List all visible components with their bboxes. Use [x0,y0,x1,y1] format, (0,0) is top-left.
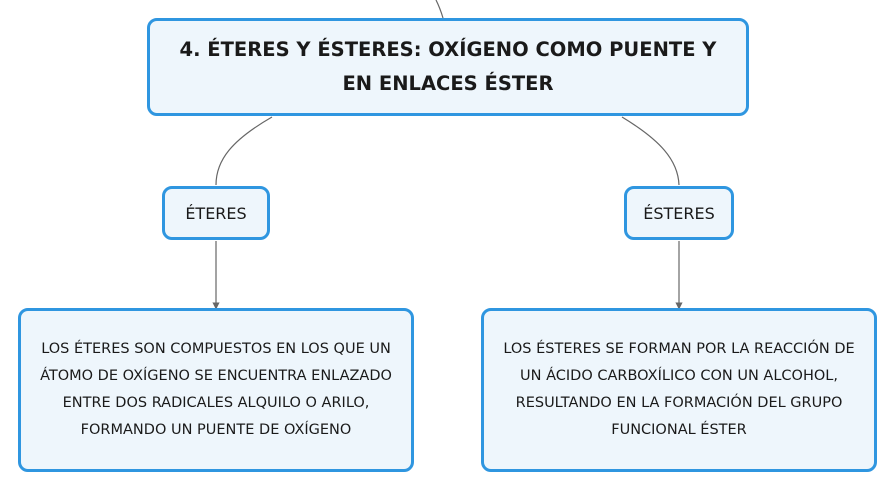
connector-main-to-eteres [215,116,273,186]
connector-main-to-esteres [621,116,680,186]
main-topic-text: 4. ÉTERES Y ÉSTERES: OXÍGENO COMO PUENTE… [179,38,717,95]
esteres-label: ÉSTERES [643,203,715,223]
connector-parent-to-main [435,0,444,19]
eteres-label: ÉTERES [185,203,247,223]
esteres-description-node[interactable]: LOS ÉSTERES SE FORMAN POR LA REACCIÓN DE… [481,308,877,472]
eteres-node[interactable]: ÉTERES [162,186,270,240]
esteres-description-text: LOS ÉSTERES SE FORMAN POR LA REACCIÓN DE… [503,341,855,438]
eteres-description-text: LOS ÉTERES SON COMPUESTOS EN LOS QUE UN … [40,341,392,438]
esteres-node[interactable]: ÉSTERES [624,186,734,240]
main-topic-node[interactable]: 4. ÉTERES Y ÉSTERES: OXÍGENO COMO PUENTE… [147,18,749,116]
eteres-description-node[interactable]: LOS ÉTERES SON COMPUESTOS EN LOS QUE UN … [18,308,414,472]
